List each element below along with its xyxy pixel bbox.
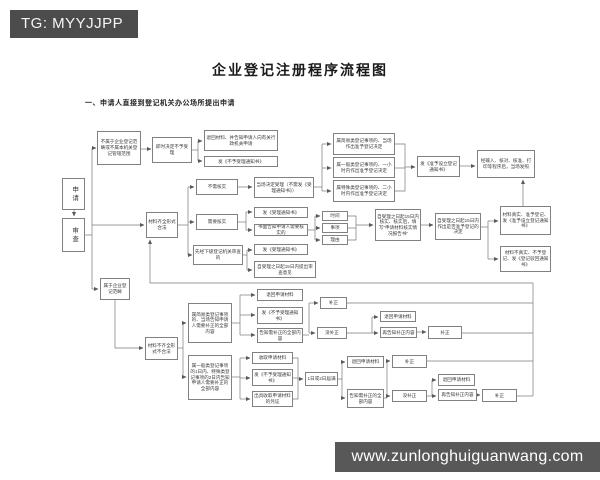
flow-node-corrected-4: 补正 xyxy=(482,389,517,402)
flow-node-refuse-now: 即时决定不予受理 xyxy=(152,137,192,163)
flow-edge xyxy=(114,300,144,350)
flow-node-review-opinion-15days: 自受理之日起15日内提出审查意见 xyxy=(254,261,316,278)
flow-node-inform-correct-2: 告知需补正的全部内容 xyxy=(347,389,384,408)
flow-node-notice-no-accept-1: 发《不予受理通知书》 xyxy=(204,156,278,167)
flow-node-time: 时间 xyxy=(322,211,348,221)
flow-node-in-scope: 属于企业登记范畴 xyxy=(100,278,130,300)
flow-node-notice-approve-setup: 发《准予设立登记通知书》 xyxy=(417,156,460,177)
flow-node-general-correct: 属一般类登记事项的1日内、特殊类登记事项的2日内告知申请人需要补正的全部内容 xyxy=(188,355,232,400)
flow-node-apply: 申请 xyxy=(62,178,85,210)
flow-node-reinform-correct-2: 再告知补正内容 xyxy=(438,389,477,401)
flow-edge xyxy=(293,357,299,400)
flow-node-not-corrected-1: 没补正 xyxy=(317,327,347,339)
flow-node-simple-approve: 属简易类登记事项的、当场作出准予登记决定 xyxy=(333,133,395,155)
flow-node-reason: 理由 xyxy=(322,235,348,245)
flow-node-materials-false: 材料不真实、不予登记、发《登记驳回通知书》 xyxy=(500,246,551,272)
flow-node-corrected-3: 补正 xyxy=(392,355,427,368)
page-title: 企业登记注册程序流程图 xyxy=(212,64,388,79)
flow-node-notice-no-accept-3: 发《不予受理通知书》 xyxy=(252,369,293,386)
flow-node-return-inform-authority: 退回材料、并告知申请人向有关行政机关申请 xyxy=(204,130,278,151)
telegram-watermark: TG: MYYJJPP xyxy=(10,10,138,38)
flow-node-no-verify: 不需核实 xyxy=(196,179,238,195)
flow-node-deadline-expire: 1日或2日届满 xyxy=(305,372,338,386)
flow-node-return-materials-4: 退回申请材料 xyxy=(438,374,475,386)
flow-node-review: 审查 xyxy=(62,218,85,252)
flow-node-need-verify: 需要核实 xyxy=(196,214,238,230)
flow-node-notice-accept-1: 发《受理通知书》 xyxy=(254,207,308,218)
flow-node-matter: 事项 xyxy=(322,223,348,233)
flow-node-return-materials-2: 退回申请材料 xyxy=(380,311,416,322)
flow-node-lower-authority-review: 先经下级登记机关审查的 xyxy=(193,245,243,265)
flow-node-notice-accept-2: 发《受理通知书》 xyxy=(254,244,308,255)
flow-node-simple-correct: 属简易类登记事项的、当场告知申请人需要补正的全部内容 xyxy=(188,303,232,343)
flow-node-accept-on-spot: 当场决定受理（不需发《受理通知书》） xyxy=(254,177,314,198)
flow-node-reinform-correct-1: 再告知补正内容 xyxy=(380,327,417,338)
website-watermark: www.zunlonghuiguanwang.com xyxy=(335,442,600,472)
flow-node-verify-15days: 自受理之日起15日内核实、核实后，填写“申请材料核实情况报告书” xyxy=(375,209,421,241)
flow-node-corrected-2: 补正 xyxy=(428,326,462,339)
section-heading: 一、申请人直接到登记机关办公场所提出申请 xyxy=(85,100,235,107)
flow-node-return-materials-3: 退回申请材料 xyxy=(347,356,384,368)
flow-node-decide-15days: 自受理之日起15日内作出是否准予登记的决定 xyxy=(435,213,481,240)
flow-node-special-approve: 属特殊类登记事项的、二小时内作出准予登记决定 xyxy=(333,180,395,202)
flow-node-materials-true: 材料真实、准予登记、发《准予设立登记通知书》 xyxy=(500,206,551,235)
flow-edge xyxy=(395,143,406,192)
flow-node-written-inform: 书面告知申请人需要核实的 xyxy=(254,224,308,236)
flow-node-return-materials-1: 退回申请材料 xyxy=(257,289,303,301)
flow-node-general-approve: 属一般类登记事项的、一小时内作出准予登记决定 xyxy=(333,157,395,178)
flow-node-issue-receipt: 出具收取申请材料的凭证 xyxy=(252,391,293,407)
flow-node-materials-incomplete: 材料不齐全形式不合法 xyxy=(145,337,178,360)
flow-node-collect-materials: 收取申请材料 xyxy=(252,352,293,364)
flow-node-inform-correct-1: 告知需补正的全部内容 xyxy=(257,328,303,343)
flow-node-corrected-1: 补正 xyxy=(320,297,347,309)
flow-node-not-in-scope: 不属于企业登记范畴或不属本机关登记管辖范围 xyxy=(97,131,141,165)
flow-node-not-corrected-2: 没补正 xyxy=(392,390,427,402)
flow-node-materials-complete: 材料齐全形式合法 xyxy=(146,212,178,238)
flow-edge xyxy=(148,239,534,396)
flow-node-issue-license: 经输入、核对、核准、打印等程序后，当场发照 xyxy=(477,150,535,178)
flow-node-notice-no-accept-2: 发《不予受理通知书》 xyxy=(257,307,303,324)
